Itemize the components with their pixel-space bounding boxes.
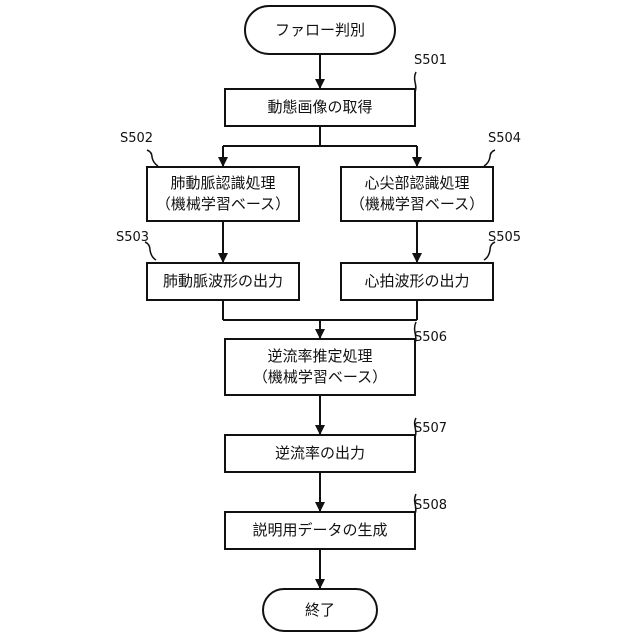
process-s508: 説明用データの生成 (224, 511, 416, 550)
process-s501: 動態画像の取得 (224, 88, 416, 127)
s506-label-line2: （機械学習ベース） (253, 367, 387, 388)
step-id-s505: S505 (488, 230, 521, 245)
process-s507: 逆流率の出力 (224, 434, 416, 473)
step-id-s507: S507 (414, 421, 447, 436)
process-s503: 肺動脈波形の出力 (146, 262, 300, 301)
s506-label-line1: 逆流率推定処理 (267, 346, 372, 367)
leader-s502 (147, 150, 158, 166)
process-s506: 逆流率推定処理 （機械学習ベース） (224, 338, 416, 396)
s503-label: 肺動脈波形の出力 (163, 271, 283, 292)
step-id-s504: S504 (488, 131, 521, 146)
step-id-s502: S502 (120, 131, 153, 146)
step-id-s508: S508 (414, 498, 447, 513)
end-label: 終了 (305, 600, 335, 621)
process-s504: 心尖部認識処理 （機械学習ベース） (340, 166, 494, 222)
s508-label: 説明用データの生成 (252, 520, 387, 541)
process-s505: 心拍波形の出力 (340, 262, 494, 301)
s505-label: 心拍波形の出力 (364, 271, 469, 292)
step-id-s506: S506 (414, 330, 447, 345)
leader-s504 (484, 150, 495, 166)
s507-label: 逆流率の出力 (275, 443, 365, 464)
step-id-s503: S503 (116, 230, 149, 245)
s504-label-line1: 心尖部認識処理 (364, 173, 469, 194)
s502-label-line1: 肺動脈認識処理 (170, 173, 275, 194)
process-s502: 肺動脈認識処理 （機械学習ベース） (146, 166, 300, 222)
s502-label-line2: （機械学習ベース） (156, 194, 290, 215)
start-label: ファロー判別 (275, 20, 365, 41)
end-terminal: 終了 (262, 588, 378, 632)
s501-label: 動態画像の取得 (267, 97, 372, 118)
step-id-s501: S501 (414, 53, 447, 68)
start-terminal: ファロー判別 (244, 5, 396, 55)
s504-label-line2: （機械学習ベース） (350, 194, 484, 215)
